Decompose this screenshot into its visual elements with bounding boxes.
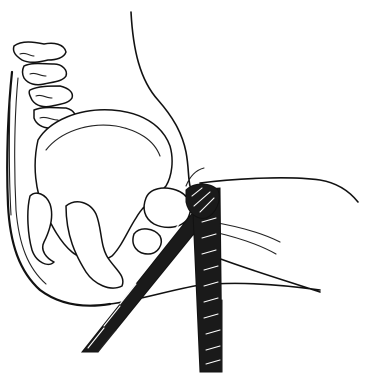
thigh-line-3 <box>214 232 276 254</box>
lumbar-spine <box>13 42 75 128</box>
pubic-symphysis <box>133 229 161 254</box>
thigh-lower-line <box>218 258 320 292</box>
thigh-line-2 <box>212 222 280 242</box>
pelvis <box>28 110 204 288</box>
thigh-upper-line <box>200 178 358 202</box>
femoral-head <box>144 188 190 227</box>
vertebra-2 <box>23 64 67 85</box>
sacrum <box>28 193 54 264</box>
sketch-stroke-3 <box>9 100 11 215</box>
vertebra-1 <box>13 42 66 62</box>
